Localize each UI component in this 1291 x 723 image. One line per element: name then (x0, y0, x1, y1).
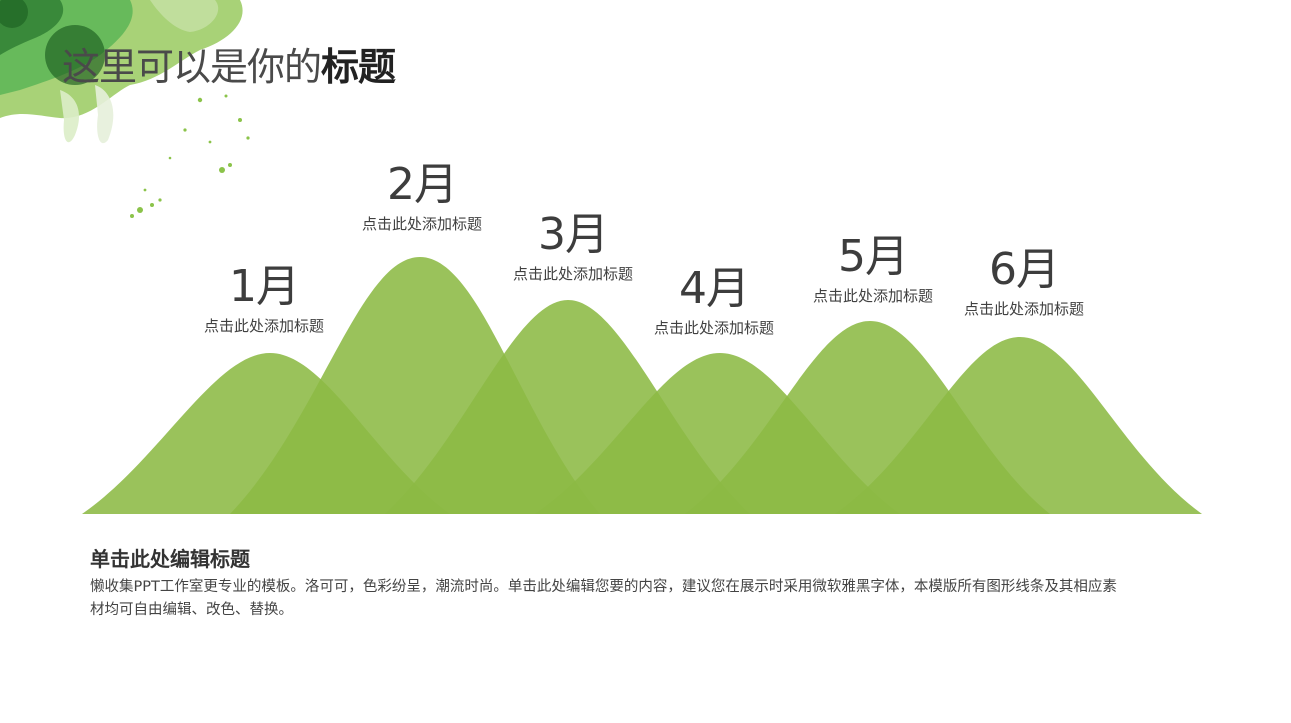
title-light-text: 这里可以是你的 (62, 45, 322, 89)
peak-label-3: 3月 点击此处添加标题 (483, 210, 663, 284)
body-text[interactable]: 懒收集PPT工作室更专业的模板。洛可可，色彩纷呈，潮流时尚。单击此处编辑您要的内… (90, 579, 1117, 618)
month-label: 6月 (989, 244, 1060, 295)
peak-label-4: 4月 点击此处添加标题 (624, 264, 804, 338)
month-label: 3月 (538, 209, 609, 260)
watercolor-splash-decoration (0, 0, 250, 218)
page-title: 这里可以是你的标题 (62, 44, 396, 90)
month-label: 5月 (838, 231, 909, 282)
month-label: 1月 (229, 261, 300, 312)
mountain-6 (835, 337, 1202, 514)
peak-subtitle[interactable]: 点击此处添加标题 (203, 317, 324, 335)
peak-label-5: 5月 点击此处添加标题 (783, 232, 963, 306)
peak-label-1: 1月 点击此处添加标题 (174, 262, 354, 336)
peak-subtitle[interactable]: 点击此处添加标题 (512, 265, 633, 283)
peak-label-2: 2月 点击此处添加标题 (332, 160, 512, 234)
month-label: 4月 (679, 263, 750, 314)
peak-label-6: 6月 点击此处添加标题 (934, 245, 1114, 319)
title-bold-text: 标题 (321, 45, 396, 89)
peak-subtitle[interactable]: 点击此处添加标题 (653, 319, 774, 337)
peak-subtitle[interactable]: 点击此处添加标题 (812, 287, 933, 305)
body-heading[interactable]: 单击此处编辑标题 (90, 547, 250, 571)
month-label: 2月 (387, 159, 458, 210)
peak-subtitle[interactable]: 点击此处添加标题 (361, 215, 482, 233)
peak-subtitle[interactable]: 点击此处添加标题 (963, 300, 1084, 318)
